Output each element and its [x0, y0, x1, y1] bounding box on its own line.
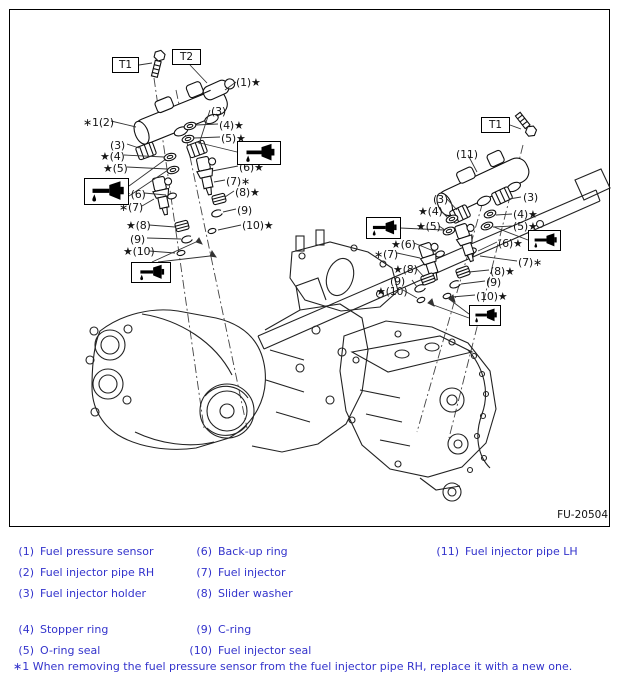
leader-lines [110, 62, 529, 319]
footnote: ∗1 When removing the fuel pressure senso… [13, 660, 573, 673]
legend-item-label: C-ring [218, 623, 252, 636]
part-callout: (9) [130, 233, 145, 246]
engine-illustration [85, 48, 611, 502]
part-callout: (7)∗ [226, 175, 250, 188]
legend-item-label: Fuel pressure sensor [40, 545, 154, 558]
part-callout: ★(5) [416, 220, 441, 233]
part-callout: ★(4) [100, 150, 125, 163]
legend-item-number: (11) [436, 545, 459, 558]
figure-code: FU-20504 [557, 509, 608, 521]
oil-applicator-icon [469, 305, 501, 326]
oil-applicator-icon [84, 178, 129, 205]
legend-item-label: Slider washer [218, 587, 293, 600]
legend-item-number: (1) [18, 545, 34, 558]
legend-item-number: (10) [189, 644, 212, 657]
part-callout: ★(8) [393, 263, 418, 276]
legend-item-label: O-ring seal [40, 644, 101, 657]
legend-item-number: (9) [196, 623, 212, 636]
legend-item-label: Back-up ring [218, 545, 288, 558]
assembly-axis-lines [153, 77, 524, 439]
legend-item-number: (2) [18, 566, 34, 579]
part-callout: ★(10) [376, 285, 408, 298]
part-callout: (3) [110, 139, 125, 152]
exploded-parts-art [133, 48, 539, 305]
legend-item-label: Fuel injector holder [40, 587, 147, 600]
part-callout: ★(6) [391, 238, 416, 251]
part-callout: (8)★ [490, 265, 515, 278]
tool-tag-box: T1 [481, 117, 510, 133]
part-callout: (9) [486, 276, 501, 289]
oil-applicator-icon [131, 262, 171, 283]
tool-tag-box: T2 [172, 49, 201, 65]
part-callout: (9) [237, 204, 252, 217]
legend-item-number: (8) [196, 587, 212, 600]
part-callout: (8)★ [235, 186, 260, 199]
part-callout: (3) [211, 105, 226, 118]
tool-tag-box: T1 [112, 57, 139, 73]
legend-item-number: (6) [196, 545, 212, 558]
legend-item-label: Stopper ring [40, 623, 109, 636]
legend-item-number: (5) [18, 644, 34, 657]
part-callout: (11) [456, 148, 478, 161]
legend-item-label: Fuel injector pipe LH [465, 545, 578, 558]
part-callout: (4)★ [513, 208, 538, 221]
part-callout: ∗1(2) [83, 116, 114, 129]
part-callout: ★(5) [103, 162, 128, 175]
legend-item-number: (4) [18, 623, 34, 636]
part-callout: ∗(7) [374, 248, 398, 261]
legend-item-label: Fuel injector pipe RH [40, 566, 155, 579]
legend-item-label: Fuel injector seal [218, 644, 312, 657]
legend-item-number: (7) [196, 566, 212, 579]
oil-applicator-icon [528, 230, 561, 251]
part-callout: (1)★ [236, 76, 261, 89]
part-callout: ★(10) [123, 245, 155, 258]
part-callout: (6)★ [498, 237, 523, 250]
legend-item-label: Fuel injector [218, 566, 286, 579]
part-callout: (9) [390, 275, 405, 288]
part-callout: ★(8) [126, 219, 151, 232]
part-callout: (7)∗ [518, 256, 542, 269]
part-callout: (3) [523, 191, 538, 204]
part-callout: (3) [433, 193, 448, 206]
part-callout: (10)★ [242, 219, 274, 232]
part-callout: (4)★ [219, 119, 244, 132]
oil-applicator-icon [237, 141, 281, 165]
oil-applicator-icon [366, 217, 401, 239]
part-callout: ★(4) [418, 205, 443, 218]
diagram-frame [9, 9, 610, 527]
legend-item-number: (3) [18, 587, 34, 600]
part-callout: (5)★ [513, 220, 538, 233]
part-callout: (10)★ [476, 290, 508, 303]
